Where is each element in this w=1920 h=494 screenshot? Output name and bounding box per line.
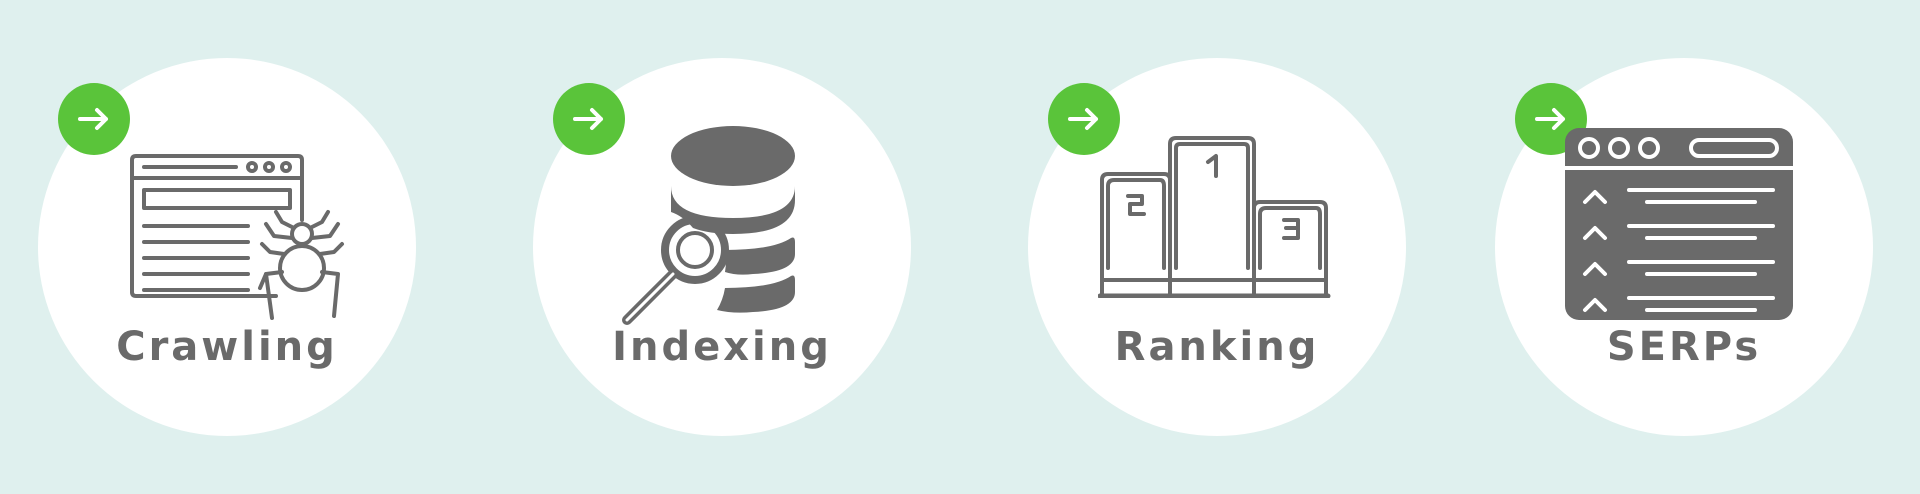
step-label: Indexing: [612, 324, 832, 370]
step-serps: SERPs: [1457, 0, 1877, 494]
arrow-badge-icon: [553, 83, 625, 155]
arrow-badge-icon: [1048, 83, 1120, 155]
step-label: Crawling: [116, 324, 338, 370]
search-results-page-icon: [1565, 128, 1793, 320]
browser-spider-icon: [130, 154, 344, 320]
step-crawling: Crawling: [0, 0, 420, 494]
step-label: Ranking: [1114, 324, 1320, 370]
arrow-badge-icon: [58, 83, 130, 155]
database-search-icon: [622, 126, 795, 325]
podium-icon: [1098, 136, 1331, 298]
step-indexing: Indexing: [495, 0, 915, 494]
step-label: SERPs: [1606, 324, 1762, 370]
step-ranking: Ranking: [990, 0, 1410, 494]
